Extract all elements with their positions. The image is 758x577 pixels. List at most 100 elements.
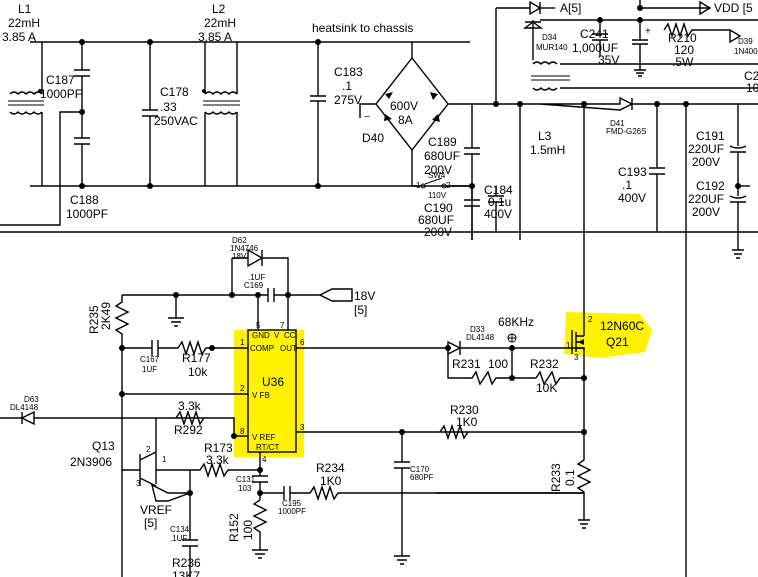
c167-ref: C167 xyxy=(140,355,160,364)
c178-ref: C178 xyxy=(160,85,189,99)
r235-ref: R235 xyxy=(87,305,101,334)
u36-ref: U36 xyxy=(262,375,284,389)
c170-ref: C170 xyxy=(410,465,430,474)
c184-value: 0.1u xyxy=(488,195,511,209)
u36-vfb: V FB xyxy=(252,391,270,400)
c170-value: 680PF xyxy=(410,473,434,482)
c192-ref: C192 xyxy=(696,179,725,193)
c187-value: 1000PF xyxy=(40,87,82,101)
vdd-net: VDD [5 xyxy=(714,1,753,15)
c167-value: 1UF xyxy=(142,365,157,374)
d33-ref: D33 xyxy=(470,325,485,334)
c178-voltage: 250VAC xyxy=(154,114,198,128)
c184-voltage: 400V xyxy=(484,207,512,221)
q13-pin3: 3 xyxy=(136,479,141,488)
d62-voltage: 18V xyxy=(232,252,247,261)
u36-pin7: 7 xyxy=(280,321,285,330)
r173-value: 3.3k xyxy=(206,453,230,467)
r152-value: 100 xyxy=(241,520,255,540)
q13-pin1: 1 xyxy=(162,455,167,464)
l1-ref: L1 xyxy=(18,2,32,16)
d62-value: 1N4746 xyxy=(230,244,259,253)
c188-value: 1000PF xyxy=(66,207,108,221)
l2-ref: L2 xyxy=(212,2,226,16)
c189-ref: C189 xyxy=(428,135,457,149)
r230-value: 1K0 xyxy=(456,415,478,429)
r233-value: 0.1 xyxy=(563,469,577,486)
u36-out: OUT xyxy=(280,344,297,353)
c189-voltage: 200V xyxy=(424,163,452,177)
r152-ref: R152 xyxy=(227,513,241,542)
u36-gnd: GND xyxy=(252,331,270,340)
c2-value: 10 xyxy=(746,81,758,95)
r233-ref: R233 xyxy=(549,463,563,492)
d34-ref: D34 xyxy=(542,33,557,42)
r232-value: 10K xyxy=(536,381,557,395)
r210-ref: R210 xyxy=(668,31,697,45)
sw4-ref: SW4 xyxy=(428,171,446,180)
u36-comp: COMP xyxy=(250,344,274,353)
r210-power: .5W xyxy=(672,55,694,69)
net-18v-ref: [5] xyxy=(354,303,367,317)
d40-ref: D40 xyxy=(362,131,384,145)
q21-pin3: 3 xyxy=(574,353,579,362)
svg-text:+: + xyxy=(645,26,651,37)
r292-ref: R292 xyxy=(174,423,203,437)
vref-net: VREF xyxy=(140,503,172,517)
c190-ref: C190 xyxy=(424,201,453,215)
r232-ref: R232 xyxy=(530,357,559,371)
c189-value: 680UF xyxy=(424,149,460,163)
d39-value: 1N400 xyxy=(734,47,758,56)
c188-ref: C188 xyxy=(70,193,99,207)
aux-supply: + xyxy=(496,0,758,577)
q13-value: 2N3906 xyxy=(70,455,112,469)
c169-ref: C169 xyxy=(244,281,264,290)
dc-bus xyxy=(0,8,758,240)
c190-value: 680UF xyxy=(418,213,454,227)
u36-cc: CC xyxy=(284,331,296,340)
r231-value: 100 xyxy=(488,357,508,371)
svg-text:−: − xyxy=(364,112,370,123)
l1-current: 3.85 A xyxy=(2,30,36,44)
pwm-control xyxy=(0,248,592,577)
c187-ref: C187 xyxy=(46,73,75,87)
c191-ref: C191 xyxy=(696,129,725,143)
c195-value: 1000PF xyxy=(278,507,306,516)
r173-ref: R173 xyxy=(204,441,233,455)
d41-value: FMD-G26S xyxy=(606,127,646,136)
u36-pin1: 1 xyxy=(240,338,245,347)
c183-voltage: 275V xyxy=(334,93,362,107)
u36-v: V xyxy=(274,331,280,340)
sw4-pin1: 1 xyxy=(416,181,421,190)
c131-ref: C131 xyxy=(236,475,256,484)
c193-voltage: 400V xyxy=(618,191,646,205)
c183-ref: C183 xyxy=(334,65,363,79)
c190-voltage: 200V xyxy=(424,225,452,239)
d40-current: 8A xyxy=(398,113,413,127)
freq-label: 68KHz xyxy=(498,315,534,329)
r231-ref: R231 xyxy=(452,357,481,371)
d41-ref: D41 xyxy=(610,119,625,128)
c178-value: .33 xyxy=(160,100,177,114)
d62-ref: D62 xyxy=(232,236,247,245)
c184-ref: C184 xyxy=(484,183,513,197)
heatsink-note: heatsink to chassis xyxy=(312,21,413,35)
r236-value: 13K7 xyxy=(172,569,200,577)
bridge-rectifier-d40: − xyxy=(359,42,496,186)
c241-voltage: 35V xyxy=(598,53,619,67)
d39-ref: D39 xyxy=(738,37,753,46)
vref-net-ref: [5] xyxy=(144,516,157,530)
u36-pin8: 8 xyxy=(240,427,245,436)
q21-pin1: 1 xyxy=(566,341,571,350)
c183-value: .1 xyxy=(342,79,352,93)
u36-rtct: RT/CT xyxy=(256,443,280,452)
c134-ref: C134 xyxy=(170,525,190,534)
q13-ref: Q13 xyxy=(92,439,115,453)
c134-value: .1UF xyxy=(170,534,187,543)
d63-ref: D63 xyxy=(24,395,39,404)
q13-pin2: 2 xyxy=(146,445,151,454)
c169-value: .1UF xyxy=(248,273,265,282)
r234-ref: R234 xyxy=(316,461,345,475)
u36-pin3: 3 xyxy=(300,423,305,432)
